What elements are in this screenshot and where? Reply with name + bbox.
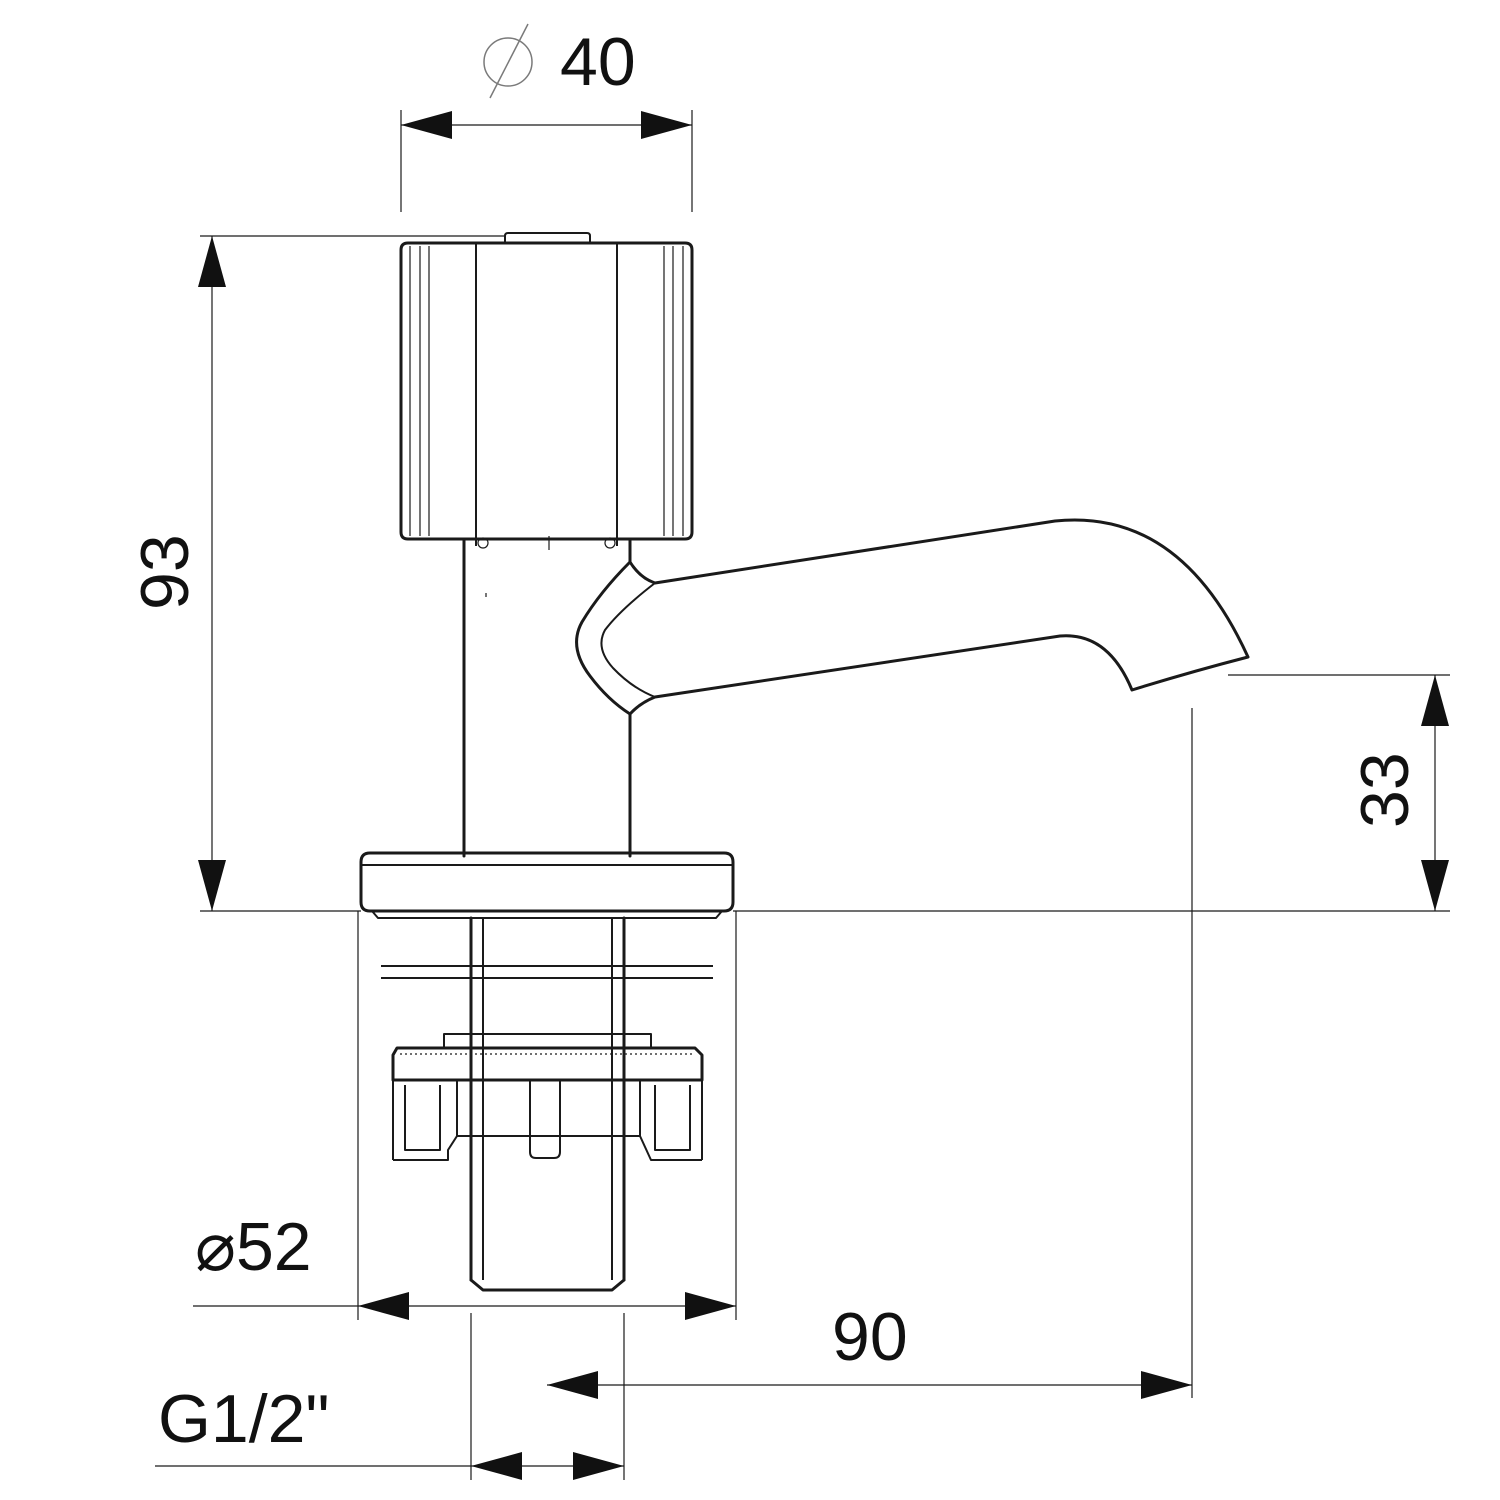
faucet-body bbox=[200, 232, 1250, 1292]
threaded-shank bbox=[381, 916, 713, 1292]
fixing-nut bbox=[391, 1033, 704, 1161]
base-diameter-label: ⌀52 bbox=[195, 1209, 312, 1285]
dimension-handle-diameter: 40 bbox=[400, 23, 693, 212]
handle-neck bbox=[475, 536, 618, 597]
dimension-spout-reach: 90 bbox=[547, 708, 1193, 1399]
spout bbox=[575, 518, 1250, 716]
handle-diameter-label: 40 bbox=[560, 24, 636, 100]
dimension-overall-height: 93 bbox=[127, 236, 361, 912]
main-body bbox=[462, 537, 632, 858]
handle-knob bbox=[200, 232, 694, 541]
base-rosette bbox=[359, 851, 735, 919]
dimension-spout-height: 33 bbox=[733, 674, 1450, 912]
dimension-thread: G1/2" bbox=[155, 1313, 625, 1480]
spout-reach-label: 90 bbox=[832, 1299, 908, 1375]
diameter-symbol-icon bbox=[483, 23, 533, 99]
dimension-base-diameter: ⌀52 bbox=[193, 911, 737, 1320]
overall-height-label: 93 bbox=[127, 534, 203, 610]
thread-size-label: G1/2" bbox=[158, 1381, 330, 1457]
spout-height-label: 33 bbox=[1347, 752, 1423, 828]
